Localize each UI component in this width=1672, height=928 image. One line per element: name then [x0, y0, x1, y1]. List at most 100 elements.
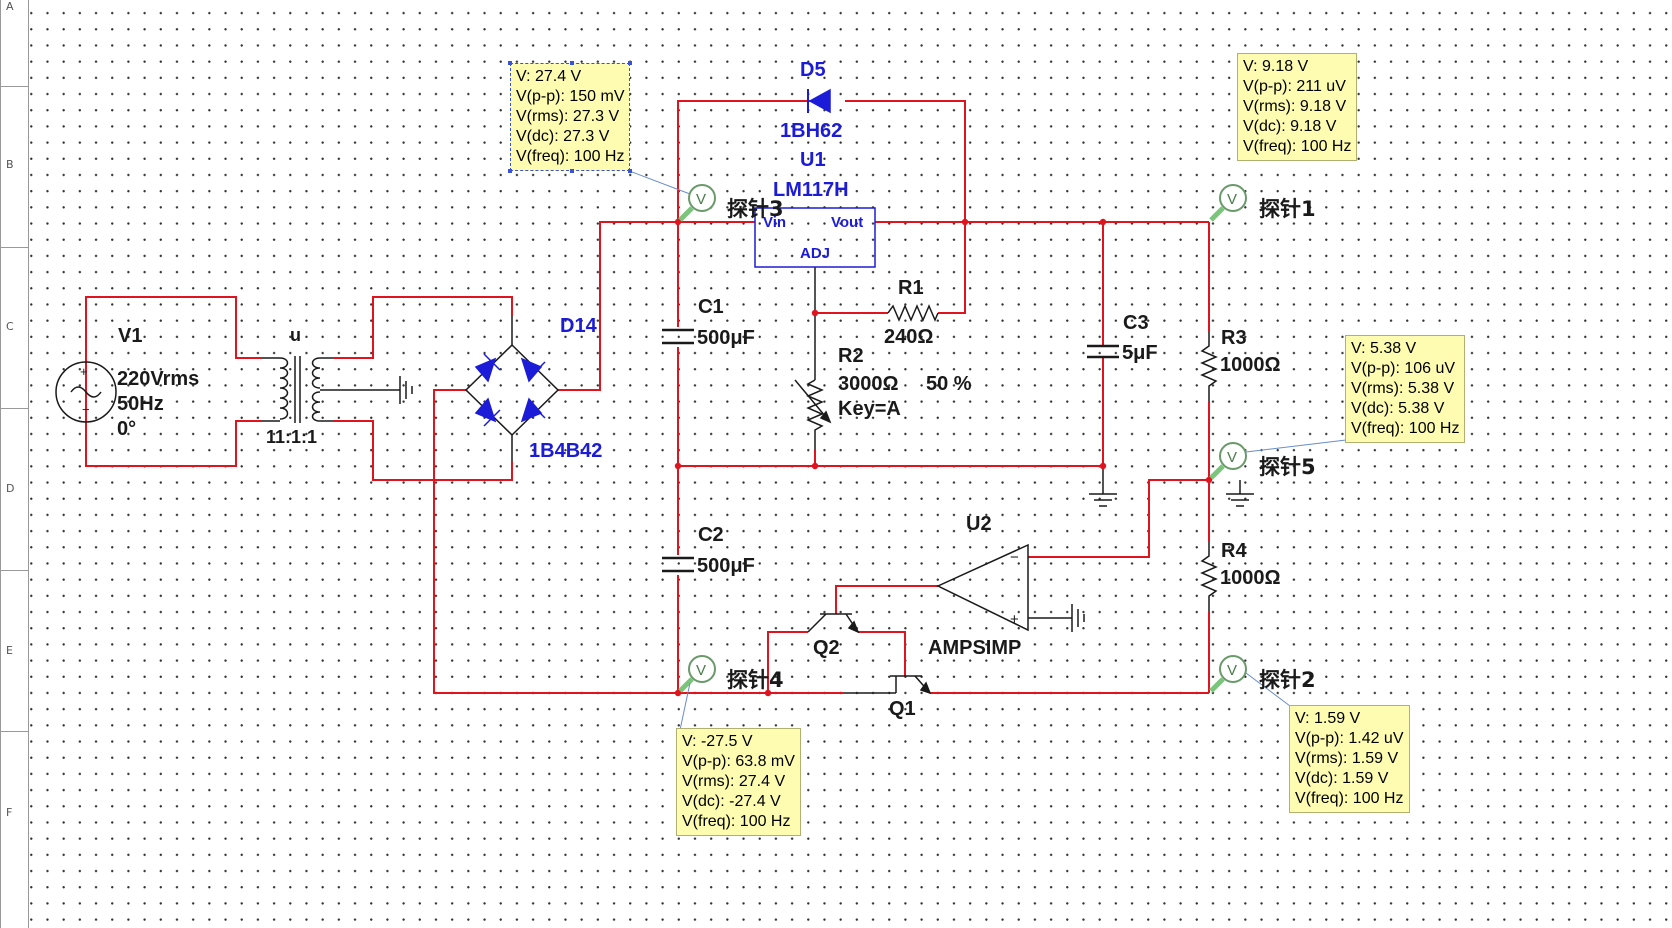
- r4-ref-label: R4: [1221, 540, 1247, 562]
- readout-line: V: -27.5 V: [682, 733, 753, 750]
- d5-ref-label: D5: [800, 59, 826, 81]
- component-leads: [359, 267, 1241, 619]
- probe-1-name: 探针1: [1259, 197, 1316, 221]
- u1-pin-vin: Vin: [763, 214, 787, 231]
- v1-ref-label: V1: [118, 325, 143, 347]
- wires[interactable]: [85, 100, 1210, 694]
- probe-4-icon[interactable]: V: [678, 655, 716, 731]
- d5-model-label: 1BH62: [780, 120, 843, 142]
- readout-line: V: 27.4 V: [516, 68, 582, 85]
- bridge-rectifier-d14[interactable]: [464, 315, 560, 462]
- readout-line: V(p-p): 1.42 uV: [1295, 730, 1404, 747]
- u1-pin-adj: ADJ: [800, 245, 831, 262]
- u1-ref-label: U1: [800, 149, 826, 171]
- c1-value-label: 500μF: [697, 327, 755, 349]
- ruler-tick: [1, 247, 28, 248]
- capacitor-c2[interactable]: [662, 556, 694, 573]
- readout-line: V(dc): -27.4 V: [682, 793, 781, 810]
- c2-value-label: 500μF: [697, 555, 755, 577]
- svg-text:+: +: [80, 364, 88, 379]
- probe-1-icon[interactable]: V: [1209, 184, 1247, 222]
- diode-d5[interactable]: [807, 88, 831, 114]
- transistor-q1[interactable]: [843, 675, 932, 695]
- probe-3-icon[interactable]: V: [631, 171, 716, 222]
- resistor-r4[interactable]: [1200, 541, 1218, 612]
- v1-phase-label: 0°: [117, 418, 137, 440]
- ruler-letter-d: D: [6, 482, 15, 495]
- readout-line: V(dc): 9.18 V: [1243, 118, 1337, 135]
- readout-line: V: 1.59 V: [1295, 710, 1361, 727]
- d14-model-label: 1B4B42: [529, 440, 603, 462]
- transistor-q2[interactable]: [807, 613, 860, 634]
- readout-line: V(freq): 100 Hz: [682, 813, 791, 830]
- readout-line: V(rms): 5.38 V: [1351, 380, 1455, 397]
- readout-line: V(freq): 100 Hz: [1295, 790, 1404, 807]
- capacitor-c1[interactable]: [662, 328, 694, 345]
- u1-pin-vout: Vout: [831, 214, 864, 231]
- probe-4-readout[interactable]: V: -27.5 V V(p-p): 63.8 mV V(rms): 27.4 …: [676, 728, 801, 836]
- svg-text:−: −: [82, 402, 90, 417]
- r3-value-label: 1000Ω: [1220, 354, 1281, 376]
- u2-model-label: AMPSIMP: [928, 637, 1022, 659]
- selection-handle[interactable]: [508, 61, 512, 65]
- v1-ac-source[interactable]: + −: [55, 361, 117, 423]
- c3-ref-label: C3: [1123, 312, 1149, 334]
- r1-ref-label: R1: [898, 277, 924, 299]
- v1-voltage-label: 220Vrms: [117, 368, 200, 390]
- d14-ref-label: D14: [560, 315, 597, 337]
- selection-handle[interactable]: [508, 169, 512, 173]
- probe-1-readout[interactable]: V: 9.18 V V(p-p): 211 uV V(rms): 9.18 V …: [1237, 53, 1358, 161]
- svg-text:V: V: [1227, 191, 1237, 208]
- readout-line: V(rms): 1.59 V: [1295, 750, 1399, 767]
- selection-handle[interactable]: [570, 169, 575, 173]
- u1-model-label: LM117H: [773, 179, 849, 201]
- c1-ref-label: C1: [698, 296, 724, 318]
- probe-2-icon[interactable]: V: [1209, 655, 1291, 707]
- readout-line: V(freq): 100 Hz: [1351, 420, 1460, 437]
- readout-line: V(rms): 27.3 V: [516, 108, 620, 125]
- selection-handle[interactable]: [628, 169, 633, 173]
- ruler-letter-b: B: [6, 158, 14, 171]
- r2-key-label: Key=A: [838, 398, 901, 420]
- ground-symbol: [399, 376, 413, 404]
- readout-line: V(p-p): 211 uV: [1243, 78, 1346, 95]
- readout-line: V(rms): 9.18 V: [1243, 98, 1347, 115]
- readout-line: V: 9.18 V: [1243, 58, 1309, 75]
- readout-line: V(dc): 5.38 V: [1351, 400, 1445, 417]
- probe-5-icon[interactable]: V: [1209, 439, 1347, 480]
- r3-ref-label: R3: [1221, 327, 1247, 349]
- probe-5-readout[interactable]: V: 5.38 V V(p-p): 106 uV V(rms): 5.38 V …: [1345, 335, 1466, 443]
- resistor-r1[interactable]: [887, 304, 939, 322]
- r2-ref-label: R2: [838, 345, 864, 367]
- readout-line: V(p-p): 150 mV: [516, 88, 625, 105]
- probe-3-readout[interactable]: V: 27.4 V V(p-p): 150 mV V(rms): 27.3 V …: [508, 61, 633, 173]
- probe-2-readout[interactable]: V: 1.59 V V(p-p): 1.42 uV V(rms): 1.59 V…: [1289, 705, 1410, 813]
- ruler-letter-c: C: [6, 320, 14, 333]
- capacitor-c3[interactable]: [1087, 344, 1119, 359]
- regulator-u1[interactable]: [754, 207, 876, 268]
- readout-line: V(freq): 100 Hz: [1243, 138, 1352, 155]
- ruler-letter-f: F: [6, 806, 13, 819]
- ruler-tick: [1, 86, 28, 87]
- ground-symbol: [1071, 604, 1085, 632]
- svg-text:V: V: [696, 191, 706, 208]
- svg-text:V: V: [696, 662, 706, 679]
- transformer-ref-label: u: [290, 325, 301, 345]
- resistor-r3[interactable]: [1200, 331, 1218, 402]
- probe-3-name: 探针3: [727, 197, 784, 221]
- ruler-tick: [1, 570, 28, 571]
- readout-line: V(dc): 1.59 V: [1295, 770, 1389, 787]
- selection-handle[interactable]: [570, 61, 575, 65]
- ruler-tick: [1, 408, 28, 409]
- readout-line: V(p-p): 106 uV: [1351, 360, 1456, 377]
- selection-handle[interactable]: [628, 61, 633, 65]
- sheet-border-ruler: A B C D E F: [0, 0, 29, 928]
- probe-5-name: 探针5: [1259, 455, 1316, 479]
- q1-ref-label: Q1: [889, 698, 916, 720]
- opamp-u2[interactable]: − +: [936, 543, 1029, 632]
- transformer-t1[interactable]: [262, 356, 359, 423]
- readout-line: V(dc): 27.3 V: [516, 128, 610, 145]
- potentiometer-r2[interactable]: [794, 379, 832, 450]
